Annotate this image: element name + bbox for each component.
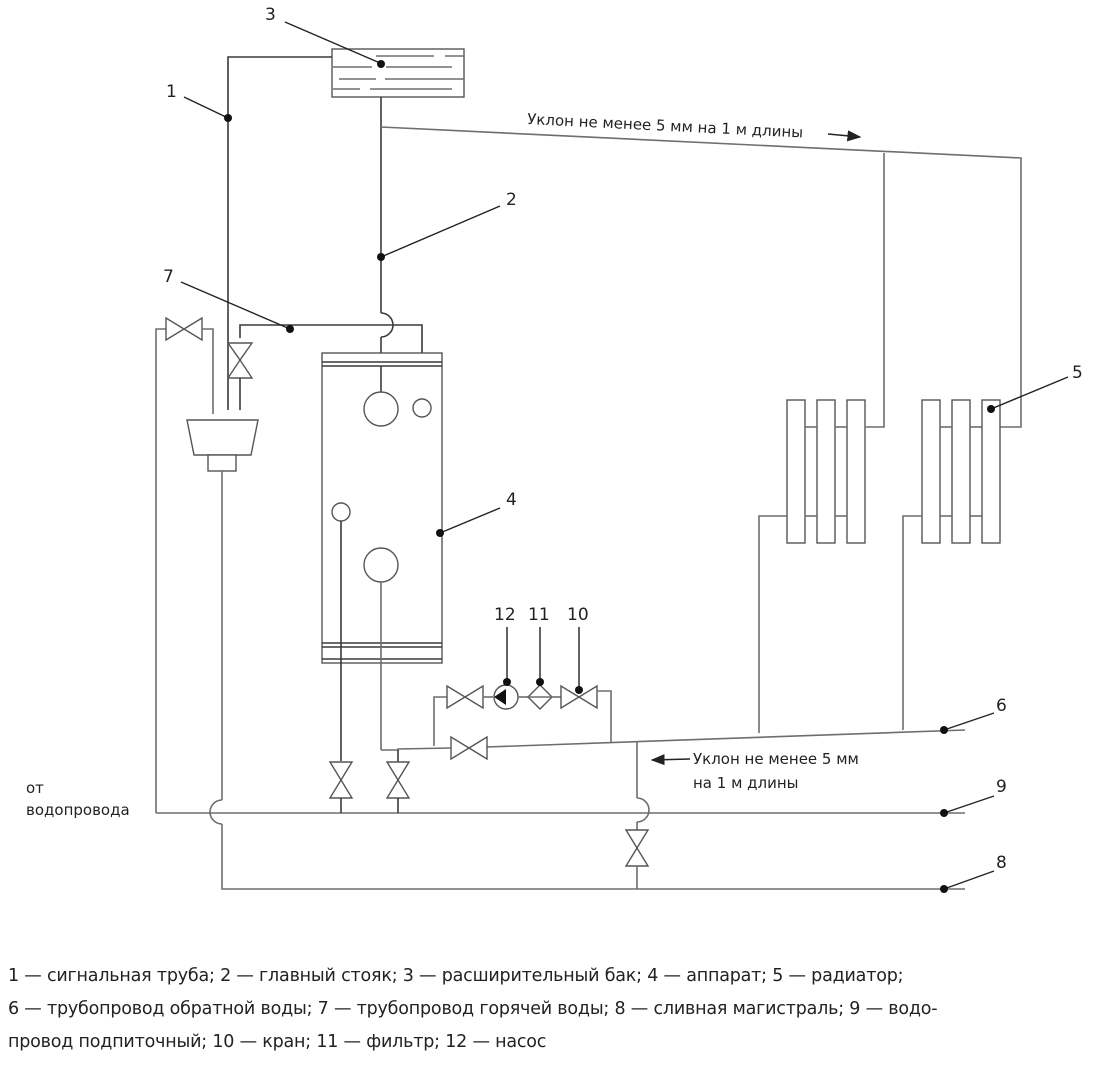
expansion-tank (331, 48, 465, 98)
bypass-left-valve (446, 684, 484, 710)
hot-water-valve (226, 342, 254, 410)
legend-line-1: 1 — сигнальная труба; 2 — главный стояк;… (8, 966, 904, 986)
label-8: 8 (996, 853, 1007, 873)
leader-5: 5 (987, 363, 1083, 413)
label-1: 1 (166, 82, 177, 102)
signal-pipe (227, 56, 332, 410)
boiler-apparatus (321, 352, 443, 761)
radiator-1 (758, 399, 866, 733)
label-5: 5 (1072, 363, 1083, 383)
pump (493, 684, 519, 710)
label-9: 9 (996, 777, 1007, 797)
leader-3: 3 (265, 5, 385, 68)
return-pipeline-main (486, 729, 966, 748)
legend-line-2: 6 — трубопровод обратной воды; 7 — трубо… (8, 999, 938, 1019)
legend-line-3: провод подпиточный; 10 — кран; 11 — филь… (8, 1032, 547, 1052)
boiler-inlet-circle (363, 547, 399, 583)
label-4: 4 (506, 490, 517, 510)
legend: 1 — сигнальная труба; 2 — главный стояк;… (8, 960, 1088, 1059)
leader-6: 6 (940, 696, 1007, 734)
leader-2: 2 (377, 190, 517, 261)
tap-valve (560, 684, 598, 710)
return-valve (450, 735, 488, 761)
label-6: 6 (996, 696, 1007, 716)
heating-system-diagram: 1 3 2 7 4 5 6 9 8 12 (26, 5, 1083, 893)
slope-arrow-left-icon (650, 754, 691, 766)
leader-11: 11 (528, 605, 550, 686)
label-11: 11 (528, 605, 550, 625)
radiator-2 (902, 399, 1001, 730)
supply-line (380, 126, 1022, 428)
slope-note-bottom-1: Уклон не менее 5 мм (693, 750, 859, 768)
slope-arrow-right-icon (827, 130, 862, 142)
drain-main (221, 824, 965, 890)
bypass-valve (165, 316, 203, 342)
supply-branch-radiator-1 (866, 153, 885, 428)
leader-1: 1 (166, 82, 232, 122)
label-7: 7 (163, 267, 174, 287)
slope-note-bottom-2: на 1 м длины (693, 774, 799, 792)
leader-8: 8 (940, 853, 1007, 893)
label-3: 3 (265, 5, 276, 25)
leader-4: 4 (436, 490, 517, 537)
drain-valve-2 (385, 750, 411, 813)
boiler-outlet-circle (363, 391, 399, 427)
leader-9: 9 (940, 777, 1007, 817)
label-2: 2 (506, 190, 517, 210)
label-10: 10 (567, 605, 589, 625)
label-12: 12 (494, 605, 516, 625)
return-pipeline (381, 747, 452, 751)
water-supply-bypass (155, 328, 166, 813)
injector (186, 419, 965, 890)
water-supply-note-1: от (26, 779, 44, 797)
leader-7: 7 (163, 267, 294, 333)
water-supply-note-2: водопровода (26, 801, 130, 819)
drain-riser (624, 741, 650, 889)
leader-12: 12 (494, 605, 516, 686)
drain-valve-1 (328, 761, 354, 813)
filter (527, 684, 553, 710)
leader-10: 10 (567, 605, 589, 694)
main-riser (380, 97, 394, 392)
